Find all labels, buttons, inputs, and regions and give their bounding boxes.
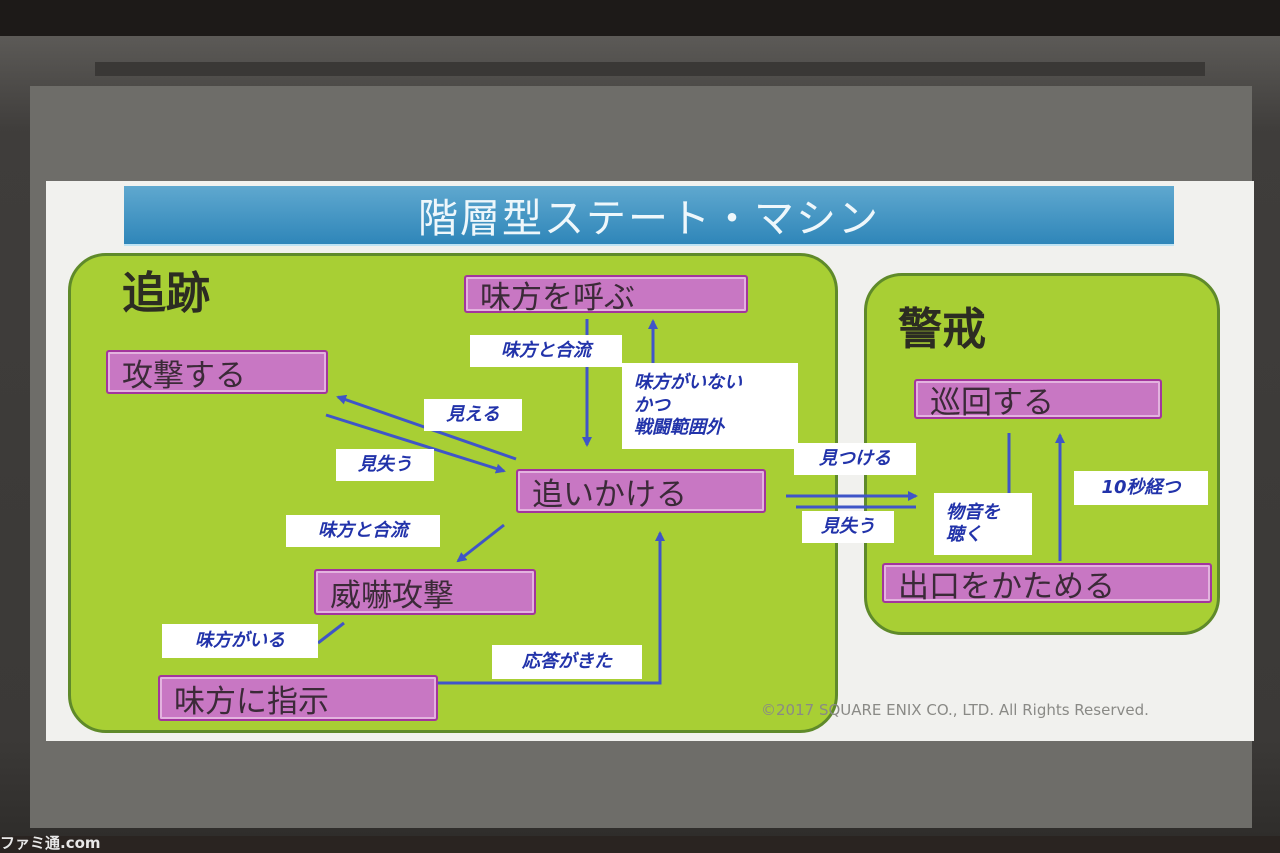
arrow-lose-sight-left: [325, 413, 506, 474]
arrow-response: [438, 531, 665, 685]
label-lose-sight-right: 見失う: [802, 511, 894, 543]
state-threat-attack: 威嚇攻撃: [314, 569, 536, 615]
arrow-join-allies-left: [456, 523, 505, 563]
label-ten-seconds: 10秒経つ: [1074, 471, 1208, 505]
slide: 階層型ステート・マシン 追跡 警戒 味方を呼ぶ 攻撃する 追いかける 威嚇攻撃 …: [46, 181, 1254, 741]
watermark-logo: ファミ通.com: [0, 834, 101, 852]
label-no-allies-out-of-range: 味方がいない かつ 戦闘範囲外: [622, 363, 798, 449]
state-chase: 追いかける: [516, 469, 766, 513]
label-find: 見つける: [794, 443, 916, 475]
state-patrol: 巡回する: [914, 379, 1162, 421]
label-allies-present: 味方がいる: [162, 624, 318, 658]
state-guard-exit: 出口をかためる: [882, 563, 1212, 605]
screen-housing: [95, 62, 1205, 76]
label-no-allies-line-1: 味方がいない: [634, 372, 742, 394]
label-join-allies-left: 味方と合流: [286, 515, 440, 547]
label-join-allies-top: 味方と合流: [470, 335, 622, 367]
state-attack: 攻撃する: [106, 350, 328, 394]
label-lose-sight-left: 見失う: [336, 449, 434, 481]
label-hear-sound-line-1: 物音を: [946, 501, 1000, 523]
state-call-allies: 味方を呼ぶ: [464, 275, 748, 316]
label-hear-sound-line-2: 聴く: [946, 524, 982, 545]
label-hear-sound: 物音を 聴く: [934, 493, 1032, 555]
arrow-allies-present: [317, 621, 345, 645]
label-see: 見える: [424, 399, 522, 431]
label-no-allies-line-3: 戦闘範囲外: [634, 417, 724, 439]
label-response-received: 応答がきた: [492, 645, 642, 679]
copyright-notice: ©2017 SQUARE ENIX CO., LTD. All Rights R…: [761, 701, 1149, 719]
label-no-allies-line-2: かつ: [634, 394, 670, 416]
state-command-allies: 味方に指示: [158, 675, 438, 721]
room-ceiling: [0, 0, 1280, 40]
